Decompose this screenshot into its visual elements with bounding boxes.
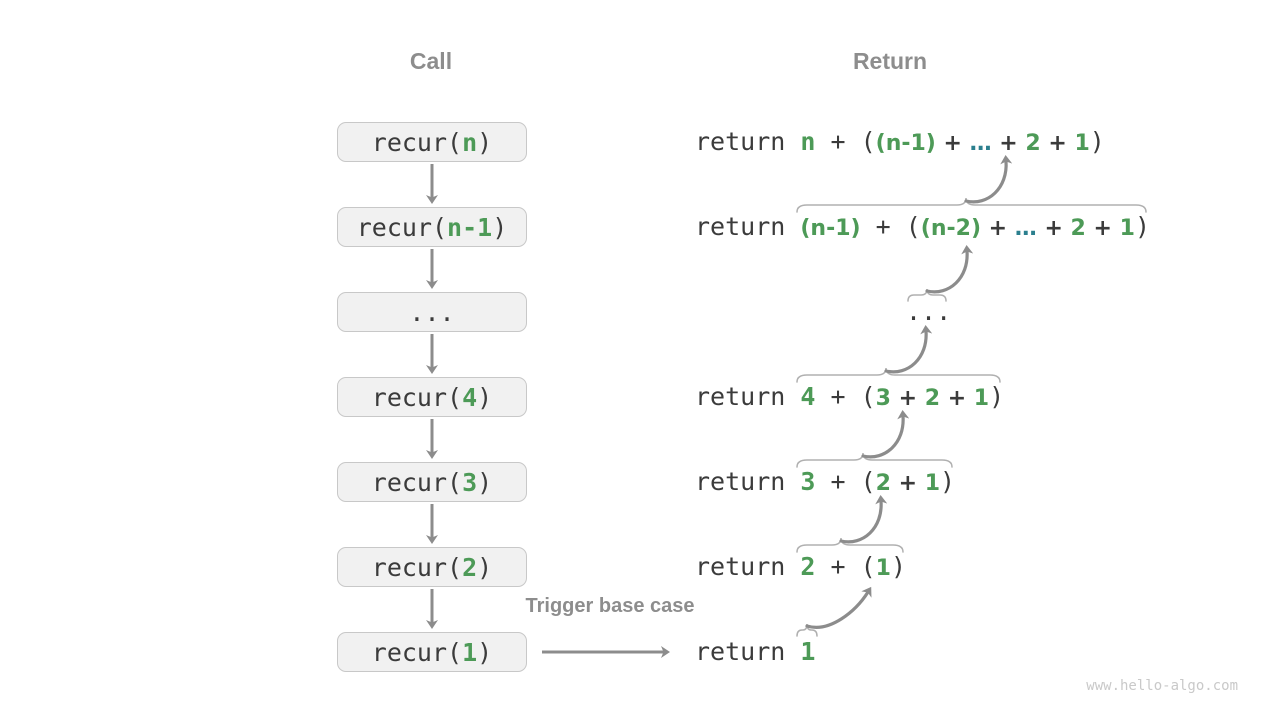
- code-segment: 1: [924, 471, 941, 496]
- call-box-recur-n: recur(n): [337, 122, 527, 162]
- return-line-n: return n + ((n-1) + … + 2 + 1): [695, 127, 1105, 157]
- code-segment: ): [477, 382, 493, 412]
- return-line-n-1: return (n-1) + ((n-2) + … + 2 + 1): [695, 212, 1150, 242]
- code-segment: recur(: [371, 637, 463, 667]
- code-segment: recur(: [371, 382, 463, 412]
- code-segment: return: [695, 552, 801, 581]
- code-segment: ): [492, 212, 508, 242]
- ellipsis-segment: …: [969, 131, 992, 156]
- return-line-1: return 1: [695, 637, 815, 667]
- call-box-recur-1: recur(1): [337, 632, 527, 672]
- code-segment: (n-2): [920, 216, 982, 241]
- code-segment: 4: [462, 382, 478, 412]
- return-arrow: [861, 410, 910, 459]
- code-segment: 3: [462, 467, 478, 497]
- trigger-base-case-label: Trigger base case: [525, 595, 695, 617]
- code-segment: ): [890, 552, 907, 581]
- code-segment: +: [1040, 131, 1075, 156]
- return-arrow: [884, 325, 933, 374]
- return-line-ellipsis: ...: [906, 297, 951, 327]
- code-segment: ): [477, 637, 493, 667]
- code-segment: ): [477, 552, 493, 582]
- code-segment: return: [695, 467, 801, 496]
- code-segment: 1: [462, 637, 478, 667]
- code-segment: + (: [815, 382, 876, 411]
- code-segment: return: [695, 212, 801, 241]
- code-segment: recur(: [371, 552, 463, 582]
- call-box-ellipsis: ...: [337, 292, 527, 332]
- code-segment: 1: [1119, 216, 1135, 241]
- ellipsis-segment: …: [1014, 216, 1037, 241]
- code-segment: (n-1): [800, 216, 861, 241]
- code-segment: n: [462, 127, 478, 157]
- code-segment: +: [940, 386, 974, 411]
- code-segment: 1: [973, 386, 990, 411]
- return-brace: [796, 197, 1147, 213]
- return-column-header: Return: [852, 48, 928, 74]
- code-segment: ...: [906, 297, 952, 326]
- code-segment: (n-1): [875, 131, 936, 156]
- code-segment: 2: [1070, 216, 1086, 241]
- code-segment: 3: [800, 467, 816, 496]
- code-segment: n-1: [447, 212, 493, 242]
- code-segment: 2: [1025, 131, 1041, 156]
- code-segment: 1: [1074, 131, 1090, 156]
- code-segment: 3: [875, 386, 891, 411]
- code-segment: +: [981, 216, 1015, 241]
- return-arrow: [964, 155, 1013, 204]
- return-line-3: return 3 + (2 + 1): [695, 467, 955, 497]
- code-segment: ): [477, 127, 493, 157]
- return-line-4: return 4 + (3 + 2 + 1): [695, 382, 1004, 412]
- return-line-2: return 2 + (1): [695, 552, 906, 582]
- code-segment: recur(: [371, 127, 463, 157]
- code-segment: 1: [875, 556, 891, 581]
- code-segment: return: [695, 382, 801, 411]
- code-segment: +: [935, 131, 970, 156]
- return-arrow: [839, 495, 888, 544]
- return-brace: [796, 537, 904, 553]
- code-segment: 1: [800, 637, 816, 666]
- code-segment: + (: [815, 552, 876, 581]
- return-brace: [796, 367, 1001, 383]
- code-segment: ): [1134, 212, 1150, 241]
- code-segment: ): [477, 467, 493, 497]
- code-segment: 4: [800, 382, 816, 411]
- code-segment: +: [890, 386, 925, 411]
- return-arrow: [925, 245, 974, 294]
- code-segment: + (: [860, 212, 921, 241]
- code-segment: +: [991, 131, 1026, 156]
- call-column-header: Call: [409, 48, 453, 74]
- code-segment: +: [1036, 216, 1071, 241]
- code-segment: return: [695, 637, 801, 666]
- code-segment: return: [695, 127, 801, 156]
- return-brace: [796, 452, 953, 468]
- code-segment: ): [989, 382, 1005, 411]
- code-segment: n: [800, 127, 816, 156]
- code-segment: ): [1089, 127, 1105, 156]
- call-box-recur-4: recur(4): [337, 377, 527, 417]
- return-brace: [796, 623, 818, 637]
- call-box-recur-n-1: recur(n-1): [337, 207, 527, 247]
- call-box-recur-2: recur(2): [337, 547, 527, 587]
- watermark: www.hello-algo.com: [1086, 678, 1238, 694]
- code-segment: 2: [800, 552, 816, 581]
- code-segment: recur(: [371, 467, 463, 497]
- code-segment: + (: [815, 467, 876, 496]
- return-arrow: [805, 586, 872, 629]
- code-segment: +: [1085, 216, 1120, 241]
- call-box-recur-3: recur(3): [337, 462, 527, 502]
- code-segment: 2: [924, 386, 941, 411]
- code-segment: 2: [875, 471, 891, 496]
- code-segment: recur(: [356, 212, 448, 242]
- code-segment: ): [940, 467, 956, 496]
- code-segment: + (: [815, 127, 876, 156]
- code-segment: +: [890, 471, 925, 496]
- code-segment: ...: [409, 297, 455, 327]
- code-segment: 2: [462, 552, 478, 582]
